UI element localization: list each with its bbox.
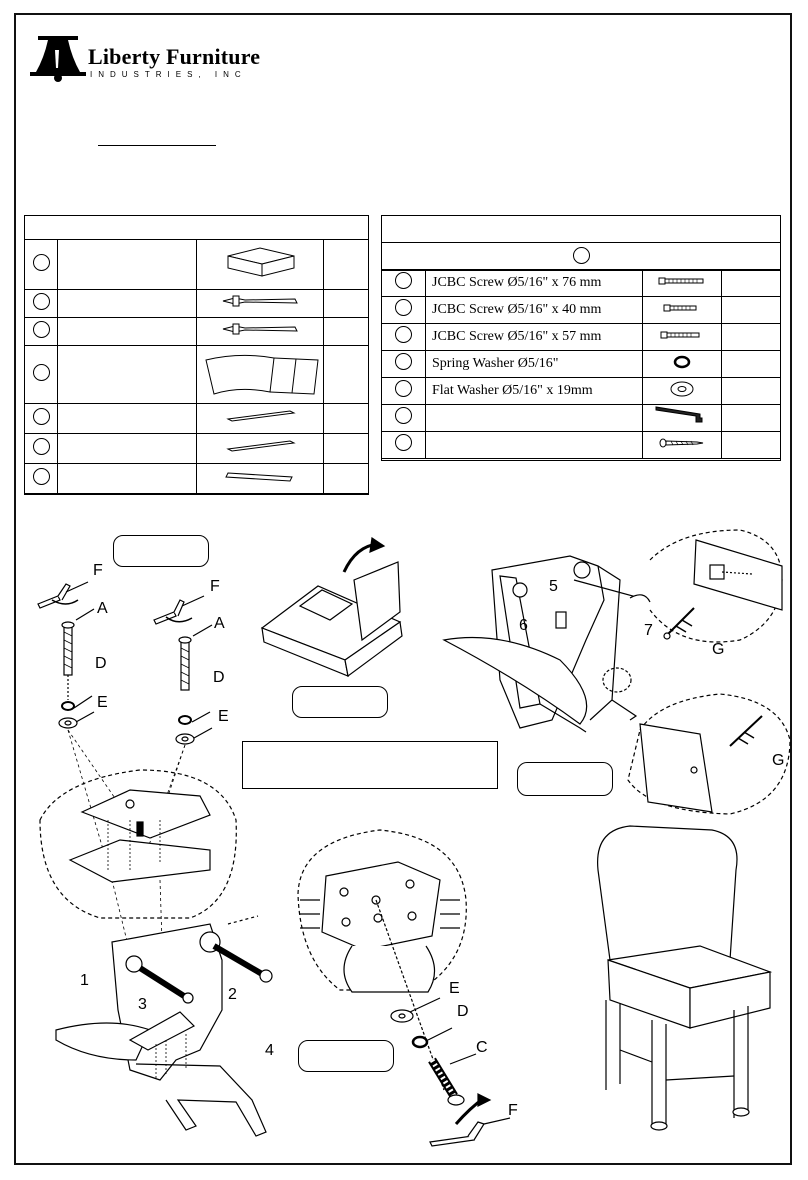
liberty-bell-logo-icon <box>30 36 86 82</box>
table-row: Spring Washer Ø5/16" <box>381 350 781 378</box>
allen-key-icon <box>37 583 71 609</box>
table-row <box>24 433 369 464</box>
checkbox-circle[interactable] <box>32 407 50 425</box>
table-row <box>24 345 369 404</box>
hardware-desc: JCBC Screw Ø5/16" x 76 mm <box>425 269 643 297</box>
table-row: JCBC Screw Ø5/16" x 76 mm <box>381 269 781 297</box>
hardware-desc <box>425 431 643 459</box>
table-row <box>24 403 369 434</box>
checkbox-circle[interactable] <box>32 292 50 310</box>
hardware-desc: Spring Washer Ø5/16" <box>425 350 643 378</box>
page-frame <box>14 13 792 1165</box>
long-bolt-icon <box>658 277 704 285</box>
step-box-1 <box>113 535 209 567</box>
label-f-1: F <box>93 562 103 579</box>
label-3: 3 <box>138 996 147 1013</box>
label-7: 7 <box>644 622 653 639</box>
note-box <box>242 741 498 789</box>
hardware-desc: JCBC Screw Ø5/16" x 40 mm <box>425 296 643 324</box>
label-g-2: G <box>772 752 785 769</box>
label-a-2: A <box>214 615 225 632</box>
label-e-1: E <box>97 694 108 711</box>
label-1: 1 <box>80 972 89 989</box>
label-f-2: F <box>210 578 220 595</box>
allen-key-icon <box>655 405 703 422</box>
brand-subtitle: INDUSTRIES, INC <box>90 70 247 79</box>
table-row <box>24 239 369 290</box>
step-box-3 <box>517 762 613 796</box>
label-c: C <box>476 1039 488 1056</box>
table-row <box>24 317 369 346</box>
checkbox-circle[interactable] <box>395 380 412 397</box>
hardware-desc <box>425 404 643 432</box>
step-box-2 <box>292 686 388 718</box>
checkbox-circle[interactable] <box>32 467 50 485</box>
seat-cushion-icon <box>227 247 295 277</box>
checkbox-circle[interactable] <box>395 299 412 316</box>
wood-screw-icon <box>659 438 704 448</box>
table-row <box>24 463 369 494</box>
checkbox-circle[interactable] <box>32 437 50 455</box>
label-e-3: E <box>449 980 460 997</box>
label-d-3: D <box>457 1003 469 1020</box>
medium-bolt-icon <box>660 331 700 339</box>
label-6: 6 <box>519 617 528 634</box>
short-bolt-icon <box>663 304 697 312</box>
label-d-2: D <box>213 669 225 686</box>
brand-name: Liberty Furniture <box>88 44 261 69</box>
chair-back-frame-icon <box>205 354 319 395</box>
table-row <box>381 431 781 459</box>
checkbox-circle[interactable] <box>32 363 50 381</box>
checkbox-circle[interactable] <box>395 434 412 451</box>
label-4: 4 <box>265 1042 274 1059</box>
stretcher-rail-icon <box>226 410 296 422</box>
front-leg-icon <box>222 323 298 335</box>
label-2: 2 <box>228 986 237 1003</box>
label-f-3: F <box>508 1102 518 1119</box>
hardware-table: JCBC Screw Ø5/16" x 76 mm JCBC Screw Ø5/… <box>381 269 781 459</box>
stretcher-rail-icon <box>225 472 293 482</box>
label-a-1: A <box>97 600 108 617</box>
label-g-1: G <box>712 641 725 658</box>
checkbox-circle[interactable] <box>32 253 50 271</box>
parts-table <box>24 239 369 494</box>
checkbox-circle[interactable] <box>395 353 412 370</box>
checkbox-circle[interactable] <box>395 407 412 424</box>
checkbox-circle[interactable] <box>32 320 50 338</box>
step-box-4 <box>298 1040 394 1072</box>
spring-washer-icon <box>673 355 691 368</box>
flat-washer-icon <box>670 381 694 396</box>
hardware-panel-header <box>382 216 780 243</box>
label-e-2: E <box>218 708 229 725</box>
stretcher-rail-icon <box>226 440 296 452</box>
label-d-1: D <box>95 655 107 672</box>
label-5: 5 <box>549 578 558 595</box>
header-circle-icon <box>572 247 590 264</box>
front-leg-icon <box>222 295 298 307</box>
checkbox-circle[interactable] <box>395 272 412 289</box>
title-underline <box>98 145 216 146</box>
checkbox-circle[interactable] <box>395 326 412 343</box>
